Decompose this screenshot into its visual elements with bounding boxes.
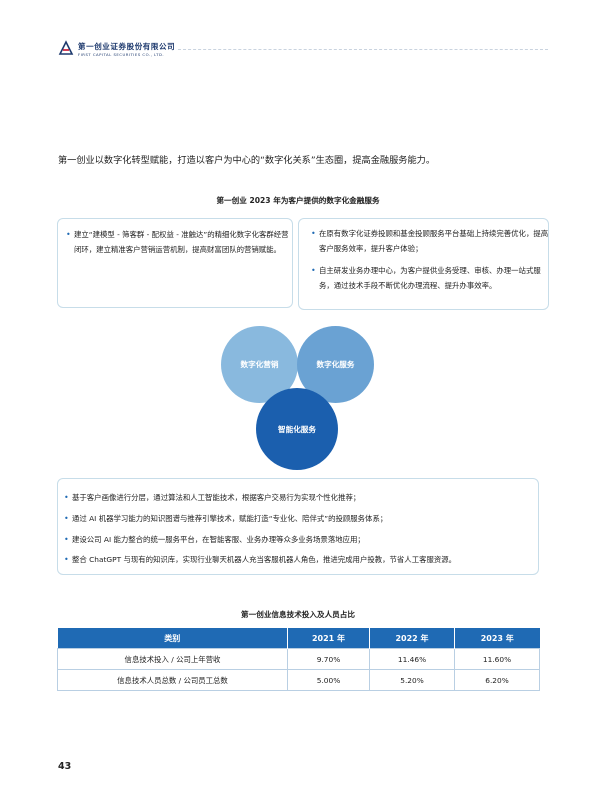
- circle-digital-marketing: 数字化营销: [221, 326, 298, 403]
- table-row: 信息技术人员总数 / 公司员工总数 5.00% 5.20% 6.20%: [57, 669, 540, 691]
- table-title: 第一创业信息技术投入及人员占比: [241, 610, 355, 619]
- intelligent-bullet: 通过 AI 机器学习能力的知识图谱与推荐引擎技术，赋能打造“专业化、陪伴式”的投…: [62, 511, 542, 526]
- intelligent-bullet: 基于客户画像进行分层，通过算法和人工智能技术，根据客户交易行为实现个性化推荐；: [62, 490, 542, 505]
- table-header-2021: 2021 年: [287, 628, 370, 649]
- diagram-title: 第一创业 2023 年为客户提供的数字化金融服务: [216, 196, 380, 205]
- circle-label: 智能化服务: [278, 424, 316, 434]
- company-name-en: FIRST CAPITAL SECURITIES CO., LTD.: [78, 52, 165, 57]
- intelligent-bullet: 建设公司 AI 能力整合的统一服务平台，在智能客服、业务办理等众多业务场景落地应…: [62, 532, 542, 547]
- table-header-2023: 2023 年: [454, 628, 540, 649]
- circle-intelligent-service: 智能化服务: [256, 388, 338, 470]
- table-row: 信息技术投入 / 公司上年营收 9.70% 11.46% 11.60%: [57, 648, 540, 670]
- table-cell: 信息技术人员总数 / 公司员工总数: [57, 669, 288, 691]
- marketing-box: 建立“建模型 - 筛客群 - 配权益 - 准触达”的精细化数字化客群经营闭环，建…: [57, 218, 293, 308]
- table-cell: 信息技术投入 / 公司上年营收: [57, 648, 288, 670]
- table-header-category: 类别: [57, 628, 288, 649]
- header-divider: [178, 49, 548, 50]
- table-cell: 9.70%: [287, 648, 370, 670]
- it-investment-table: 类别 2021 年 2022 年 2023 年 信息技术投入 / 公司上年营收 …: [57, 628, 540, 691]
- company-logo-icon: [58, 40, 74, 55]
- table-cell: 6.20%: [454, 669, 540, 691]
- table-header-row: 类别 2021 年 2022 年 2023 年: [57, 628, 540, 649]
- table-header-2022: 2022 年: [369, 628, 455, 649]
- table-cell: 5.00%: [287, 669, 370, 691]
- service-box: 在原有数字化证券投顾和基金投顾服务平台基础上持续完善优化，提高客户服务效率，提升…: [298, 218, 549, 310]
- company-name-cn: 第一创业证券股份有限公司: [78, 42, 176, 51]
- table-cell: 11.60%: [454, 648, 540, 670]
- circle-label: 数字化营销: [240, 360, 279, 369]
- intelligent-service-box: 基于客户画像进行分层，通过算法和人工智能技术，根据客户交易行为实现个性化推荐； …: [57, 478, 539, 575]
- service-bullet: 自主研发业务办理中心，为客户提供业务受理、审核、办理一站式服务，通过技术手段不断…: [309, 263, 551, 293]
- marketing-bullet: 建立“建模型 - 筛客群 - 配权益 - 准触达”的精细化数字化客群经营闭环，建…: [64, 227, 289, 257]
- page-number: 43: [58, 761, 72, 772]
- table-cell: 11.46%: [369, 648, 455, 670]
- circle-label: 数字化服务: [316, 360, 355, 369]
- service-bullet: 在原有数字化证券投顾和基金投顾服务平台基础上持续完善优化，提高客户服务效率，提升…: [309, 226, 551, 256]
- table-cell: 5.20%: [369, 669, 455, 691]
- intelligent-bullet: 整合 ChatGPT 与现有的知识库，实现行业聊天机器人充当客服机器人角色，推进…: [62, 552, 542, 567]
- intro-paragraph: 第一创业以数字化转型赋能，打造以客户为中心的“数字化关系”生态圈，提高金融服务能…: [58, 155, 436, 166]
